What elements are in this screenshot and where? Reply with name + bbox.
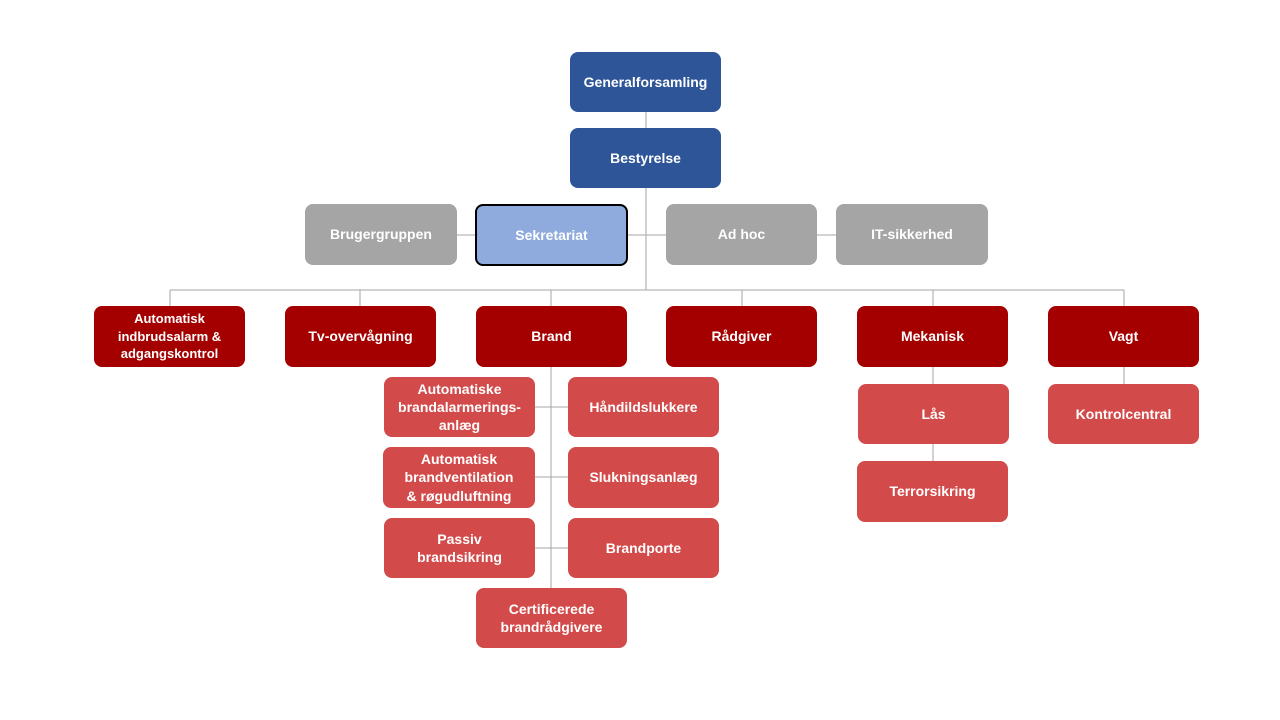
node-tv-overvaagning: Tv-overvågning xyxy=(285,306,436,367)
node-label: Sekretariat xyxy=(515,226,588,243)
node-it-sikkerhed: IT-sikkerhed xyxy=(836,204,988,265)
node-label-line: indbrudsalarm & xyxy=(117,328,222,344)
node-label: Mekanisk xyxy=(900,328,965,345)
node-brugergruppen: Brugergruppen xyxy=(305,204,457,265)
node-label: Vagt xyxy=(1108,328,1139,345)
node-passiv-brandsikring: Passiv brandsikring xyxy=(384,518,535,578)
node-generalforsamling: Generalforsamling xyxy=(570,52,721,112)
node-laas: Lås xyxy=(858,384,1009,444)
node-label-line: brandsikring xyxy=(417,549,502,565)
node-label-line: brandalarmerings- xyxy=(398,398,521,415)
node-label: Brandporte xyxy=(605,539,682,556)
node-label: Lås xyxy=(921,405,946,422)
node-label: Brugergruppen xyxy=(330,226,432,243)
node-brandventilation: Automatisk brandventilation & røgudluftn… xyxy=(383,447,535,508)
node-label: Generalforsamling xyxy=(583,73,708,90)
node-slukningsanlaeg: Slukningsanlæg xyxy=(568,447,719,508)
node-label-line: Automatisk xyxy=(420,451,498,468)
node-label-line: anlæg xyxy=(438,417,481,434)
node-label: Håndildslukkere xyxy=(589,398,698,415)
node-label: Brand xyxy=(531,328,572,345)
node-brand: Brand xyxy=(476,306,627,367)
node-ad-hoc: Ad hoc xyxy=(666,204,817,265)
node-brandalarmeringsanlaeg: Automatiske brandalarmerings- anlæg xyxy=(384,377,535,437)
node-label: Slukningsanlæg xyxy=(589,469,698,486)
node-brandporte: Brandporte xyxy=(568,518,719,578)
node-vagt: Vagt xyxy=(1048,306,1199,367)
node-label: Tv-overvågning xyxy=(308,328,413,345)
node-label-line: brandventilation xyxy=(404,469,514,486)
node-label-line: Passiv xyxy=(437,530,482,547)
node-sekretariat: Sekretariat xyxy=(475,204,628,266)
node-label-line: adgangskontrol xyxy=(120,346,219,362)
node-label-line: & røgudluftning xyxy=(406,487,512,504)
node-label: Bestyrelse xyxy=(610,149,681,166)
node-label: Rådgiver xyxy=(711,328,772,345)
node-mekanisk: Mekanisk xyxy=(857,306,1008,367)
node-label: IT-sikkerhed xyxy=(871,226,953,243)
node-label-line: brandrådgivere xyxy=(500,619,603,635)
node-label-line: Certificerede xyxy=(508,600,595,617)
node-terrorsikring: Terrorsikring xyxy=(857,461,1008,522)
node-certificerede-brandraadgivere: Certificerede brandrådgivere xyxy=(476,588,627,648)
node-haandildslukkere: Håndildslukkere xyxy=(568,377,719,437)
node-bestyrelse: Bestyrelse xyxy=(570,128,721,188)
node-kontrolcentral: Kontrolcentral xyxy=(1048,384,1199,444)
node-label-line: Automatiske xyxy=(417,380,502,397)
node-label: Ad hoc xyxy=(717,226,766,243)
node-label: Terrorsikring xyxy=(889,483,976,500)
node-automatisk-indbrudsalarm: Automatisk indbrudsalarm & adgangskontro… xyxy=(94,306,245,367)
node-label: Kontrolcentral xyxy=(1075,405,1172,422)
node-raadgiver: Rådgiver xyxy=(666,306,817,367)
node-label-line: Automatisk xyxy=(134,311,205,327)
